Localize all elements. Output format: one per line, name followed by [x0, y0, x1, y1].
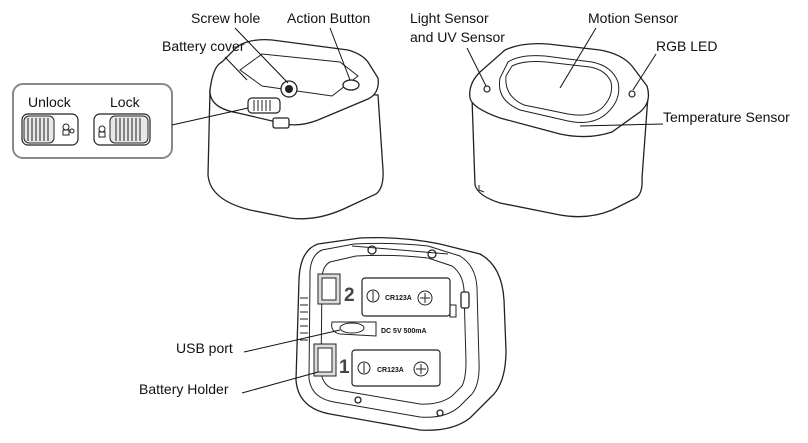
- action-button[interactable]: [342, 79, 360, 91]
- unlock-label: Unlock: [28, 94, 72, 110]
- bottom-labels: USB port Battery Holder: [139, 329, 341, 397]
- battery-cell-1: [351, 349, 441, 387]
- cell-1-type: CR123A: [377, 367, 404, 374]
- temperature-sensor-label: Temperature Sensor: [663, 109, 790, 125]
- cell-2-type: CR123A: [385, 295, 412, 302]
- lock-slider-icon: [93, 113, 151, 146]
- motion-sensor-lens: [498, 55, 620, 123]
- top-right-labels: Light Sensor and UV Sensor Motion Sensor…: [410, 10, 790, 127]
- rgb-led: [628, 90, 636, 98]
- battery-cover-label: Battery cover: [162, 38, 245, 54]
- rgb-led-label: RGB LED: [656, 38, 717, 54]
- usb-port-area: DC 5V 500mA: [331, 321, 427, 337]
- usb-port-label: USB port: [176, 340, 233, 356]
- light-sensor-label-line2: and UV Sensor: [410, 29, 505, 45]
- light-uv-sensor: [483, 85, 491, 93]
- battery-cell-2: [361, 277, 451, 317]
- usb-port: [339, 322, 365, 334]
- motion-sensor-label: Motion Sensor: [588, 10, 679, 26]
- action-button-label: Action Button: [287, 10, 370, 26]
- light-sensor-label-line1: Light Sensor: [410, 10, 489, 26]
- battery-compartment-view: 2 CR123A DC 5V 500mA 1 CR123A: [295, 236, 507, 431]
- battery-slot-2: 2 CR123A: [317, 273, 451, 317]
- lock-detail-callout: Unlock Lock: [12, 83, 249, 159]
- side-ribs: [300, 297, 308, 341]
- lock-label: Lock: [110, 94, 141, 110]
- cover-lock-slider[interactable]: [247, 97, 281, 114]
- unlock-slider-icon: [21, 113, 79, 146]
- device-front-view: [469, 42, 650, 218]
- battery-holder-label: Battery Holder: [139, 381, 229, 397]
- slot-1-number: 1: [339, 357, 350, 378]
- screw-hole-label: Screw hole: [191, 10, 260, 26]
- device-back-view: [207, 38, 384, 220]
- slot-2-number: 2: [344, 285, 355, 306]
- top-left-labels: Screw hole Action Button Battery cover: [162, 10, 370, 84]
- battery-slot-1: 1 CR123A: [313, 343, 441, 387]
- dc-rating: DC 5V 500mA: [381, 328, 427, 335]
